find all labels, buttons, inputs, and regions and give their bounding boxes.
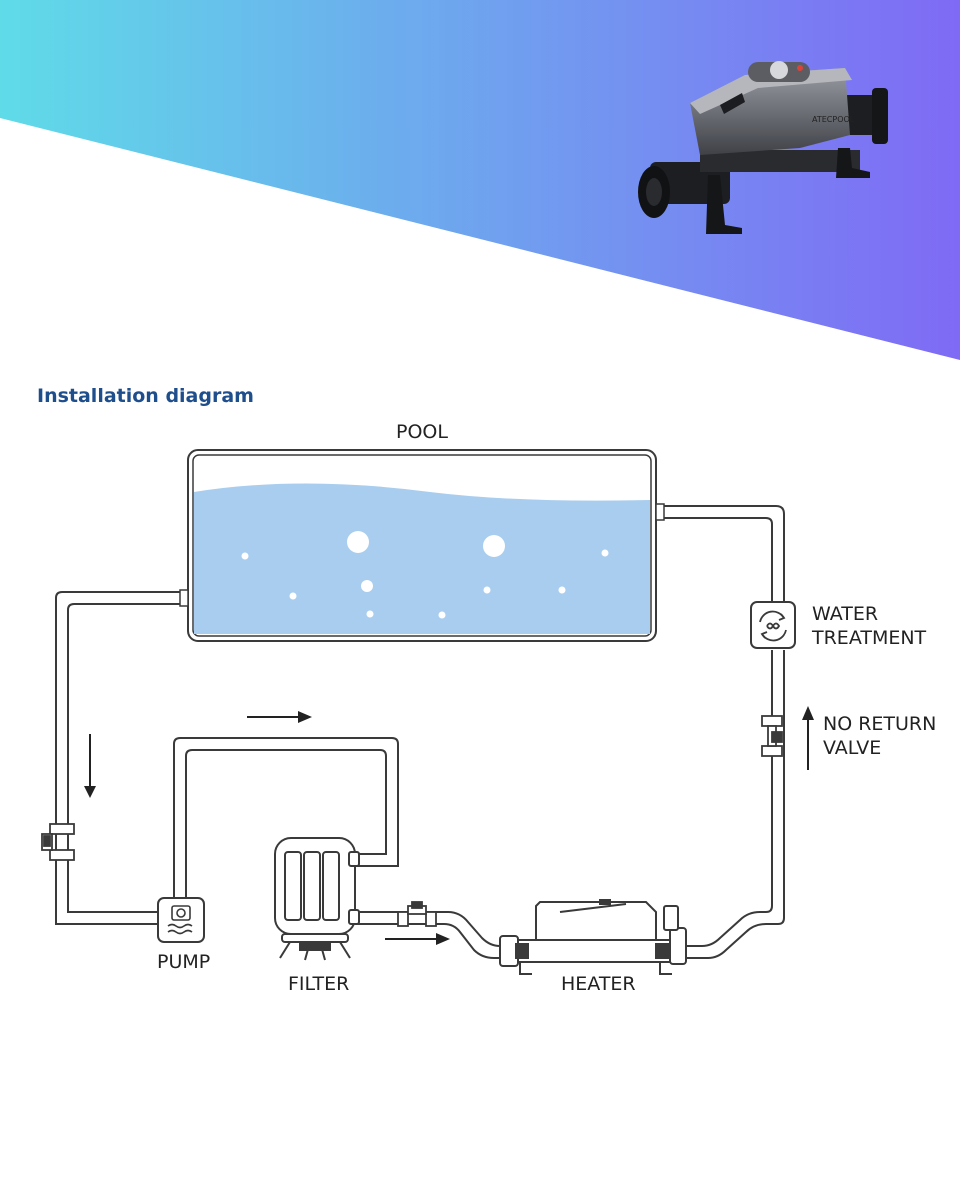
heater-product-image: ATECPOOL xyxy=(638,61,888,234)
filter-label: FILTER xyxy=(288,973,349,995)
pool-tank xyxy=(179,449,665,642)
right-arrow-icon-top xyxy=(247,711,312,723)
water-treatment-unit xyxy=(750,601,796,649)
water-treatment-label-line2: TREATMENT xyxy=(811,627,927,649)
pool-label: POOL xyxy=(396,421,448,443)
up-arrow-icon xyxy=(802,706,814,770)
no-return-valve xyxy=(761,715,783,757)
filter-outlet-valve xyxy=(397,901,437,927)
pump-icon xyxy=(167,905,193,935)
down-arrow-icon xyxy=(84,734,96,798)
left-pipe-valve xyxy=(41,823,75,861)
right-arrow-icon-bottom xyxy=(385,933,450,945)
pool-water xyxy=(194,483,650,634)
no-return-valve-label-line2: VALVE xyxy=(823,737,881,759)
pump-label: PUMP xyxy=(157,951,210,973)
water-treatment-label-line1: WATER xyxy=(812,603,878,625)
water-treatment-icon xyxy=(759,610,787,642)
no-return-valve-label-line1: NO RETURN xyxy=(823,713,936,735)
water-bubbles xyxy=(241,531,609,619)
product-brand-text: ATECPOOL xyxy=(812,115,855,124)
heater-unit xyxy=(499,899,687,975)
header-gradient-banner xyxy=(0,0,960,360)
pump-unit xyxy=(157,897,205,943)
diagram-title: Installation diagram xyxy=(37,385,254,407)
heater-label: HEATER xyxy=(561,973,636,995)
filter-unit xyxy=(274,837,360,961)
